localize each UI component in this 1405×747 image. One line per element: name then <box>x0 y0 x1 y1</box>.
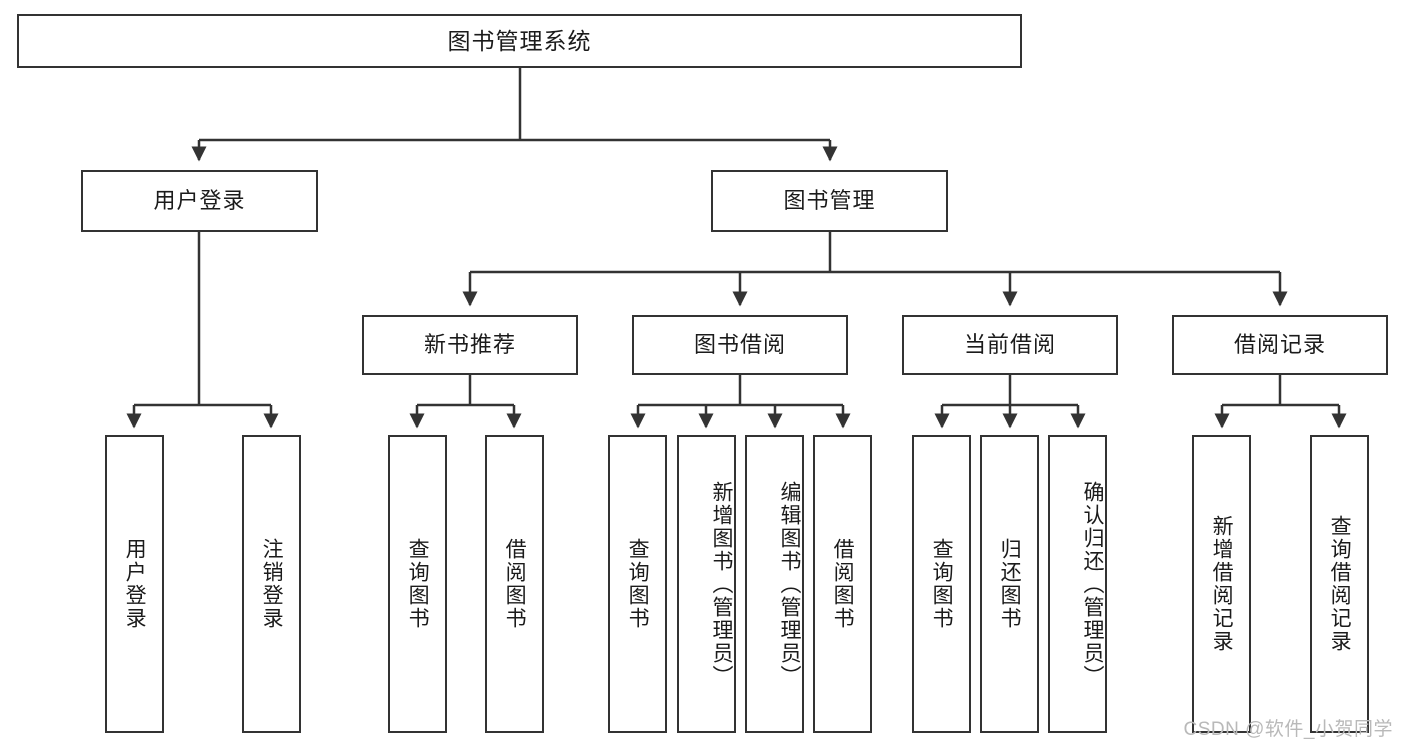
leaf-borrow-book-borrow[interactable]: 借阅图书 <box>813 435 872 733</box>
node-user-login[interactable]: 用户登录 <box>81 170 318 232</box>
leaf-confirm-return-admin[interactable]: 确认归还（管理员） <box>1048 435 1107 733</box>
node-borrow-record[interactable]: 借阅记录 <box>1172 315 1388 375</box>
node-book-borrow[interactable]: 图书借阅 <box>632 315 848 375</box>
leaf-query-borrow-record[interactable]: 查询借阅记录 <box>1310 435 1369 733</box>
leaf-add-borrow-record[interactable]: 新增借阅记录 <box>1192 435 1251 733</box>
leaf-query-book-borrow[interactable]: 查询图书 <box>608 435 667 733</box>
node-book-manage[interactable]: 图书管理 <box>711 170 948 232</box>
leaf-borrow-book-recommend[interactable]: 借阅图书 <box>485 435 544 733</box>
leaf-query-book-current[interactable]: 查询图书 <box>912 435 971 733</box>
leaf-edit-book-admin[interactable]: 编辑图书（管理员） <box>745 435 804 733</box>
watermark-credit: CSDN @软件_小贺同学 <box>1183 719 1393 740</box>
leaf-add-book-admin[interactable]: 新增图书（管理员） <box>677 435 736 733</box>
leaf-return-book[interactable]: 归还图书 <box>980 435 1039 733</box>
leaf-logout-login[interactable]: 注销登录 <box>242 435 301 733</box>
leaf-user-login[interactable]: 用户登录 <box>105 435 164 733</box>
node-new-book-recommend[interactable]: 新书推荐 <box>362 315 578 375</box>
node-current-borrow[interactable]: 当前借阅 <box>902 315 1118 375</box>
node-root-system[interactable]: 图书管理系统 <box>17 14 1022 68</box>
leaf-query-book-recommend[interactable]: 查询图书 <box>388 435 447 733</box>
